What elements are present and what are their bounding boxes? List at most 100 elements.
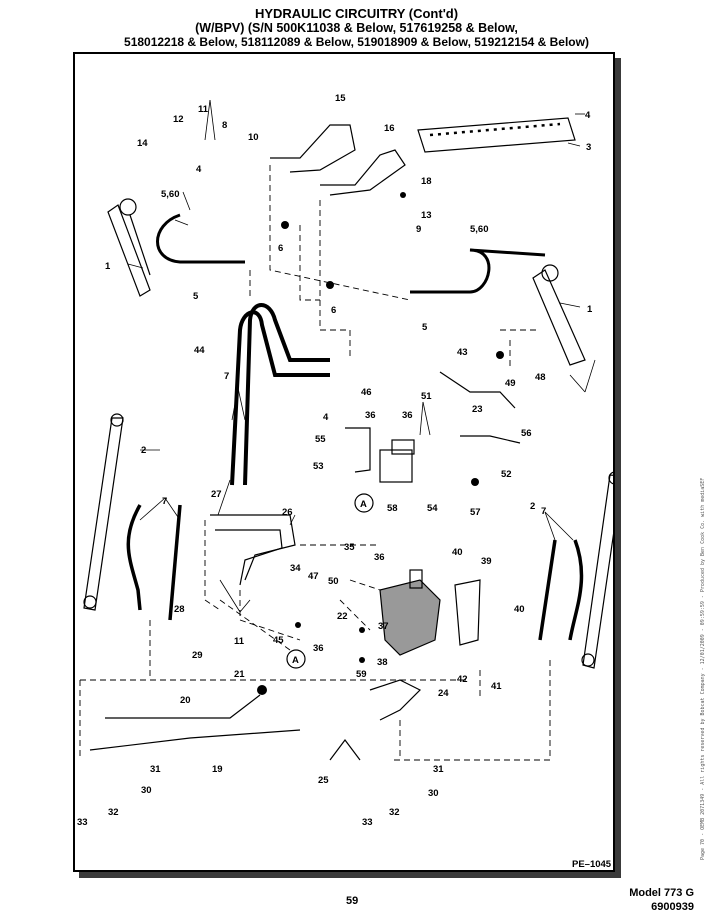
callout-label: 21 [234,669,245,680]
callout-label: 13 [421,210,432,221]
callout-label: 42 [457,674,468,685]
callout-label: 48 [535,372,546,383]
callout-label: 5 [422,322,428,333]
callout-label: 14 [137,138,148,149]
tube-25-part [329,739,361,761]
tube-19-part [89,729,301,751]
tilt-cylinder-right-part [581,471,615,669]
callout-label: 18 [421,176,432,187]
callout-label: 30 [141,785,152,796]
callout-label: 51 [421,391,432,402]
hose-7-right-part [538,539,557,641]
bracket-3-part [417,117,576,153]
valve-57-part [345,427,415,483]
callout-label: 33 [362,817,373,828]
callout-label: 8 [222,120,227,131]
tube-16-part [320,149,406,196]
callout-label: 12 [173,114,184,125]
hose-5-right-part [410,248,546,294]
callout-label: 33 [77,817,88,828]
callout-label: 2 [530,501,535,512]
diagram-ref-code: PE–1045 [572,859,612,870]
callout-label: 34 [290,563,301,574]
callout-label: 55 [315,434,326,445]
callout-label: 28 [174,604,185,615]
callout-label: 29 [192,650,203,661]
callout-label: 24 [438,688,449,699]
callout-label: 5,60 [161,189,180,200]
callout-label: 56 [521,428,532,439]
callout-label: 2 [141,445,146,456]
callout-label: 36 [365,410,376,421]
side-copyright-note: Page 70 - OEMB 2071349 - All rights rese… [700,477,706,860]
callout-label: 11 [198,104,209,115]
hose-17-part [243,303,330,486]
callout-label: 26 [282,507,293,518]
part-number: 6900939 [651,901,694,913]
callout-label: 4 [323,412,329,423]
callout-label: 23 [472,404,483,415]
page-subtitle-serials: (W/BPV) (S/N 500K11038 & Below, 51761925… [195,21,518,35]
callout-label: 32 [108,807,119,818]
callout-label: 38 [377,657,388,668]
callout-label: 41 [491,681,502,692]
page-subtitle-serials-cont: 518012218 & Below, 518112089 & Below, 51… [124,35,589,49]
callout-label: 31 [433,764,444,775]
control-valve-37-part [379,569,441,656]
callout-label: 11 [234,636,245,647]
callout-label: 15 [335,93,346,104]
lift-cylinder-right-part [532,264,586,366]
callout-label: 36 [402,410,413,421]
callout-label: 6 [278,243,283,254]
callout-label: 27 [211,489,222,500]
callout-label: 50 [328,576,339,587]
callout-label: 7 [162,496,167,507]
callout-label: 36 [374,552,385,563]
diagram-frame [73,52,615,872]
callout-label: 10 [248,132,259,143]
tube-15-part [270,124,356,173]
callout-label: 40 [514,604,525,615]
model-name: Model 773 G [629,887,694,899]
page-number: 59 [346,895,359,907]
callout-label: 43 [457,347,468,358]
section-marker-a: A [292,655,299,666]
callout-label: 16 [384,123,395,134]
callout-label: 57 [470,507,481,518]
callout-label: 40 [452,547,463,558]
callout-label: 4 [196,164,202,175]
callout-label: 45 [273,635,284,646]
page-title: HYDRAULIC CIRCUITRY (Cont'd) [254,6,459,21]
tube-24-part [369,679,422,721]
callout-label: 19 [212,764,223,775]
callout-label: 7 [224,371,229,382]
callout-label: 53 [313,461,324,472]
tilt-cylinder-left-part [83,413,124,611]
callout-label: 9 [416,224,421,235]
callout-label: 4 [585,110,591,121]
callout-label: 52 [501,469,512,480]
lift-cylinder-left-part [107,198,151,297]
callout-label: 35 [344,542,355,553]
callout-label: 49 [505,378,516,389]
callout-label: 20 [180,695,191,706]
callout-label: 30 [428,788,439,799]
hose-7-left-part [126,504,142,611]
callout-label: 32 [389,807,400,818]
callout-label: 22 [337,611,348,622]
tube-20-part [105,694,261,719]
callout-label: 1 [587,304,593,315]
hydraulic-circuit-diagram: 1 1 2 2 3 4 4 4 5 5 5,60 5,60 6 6 7 7 7 … [77,93,615,870]
callout-label: 58 [387,503,398,514]
callout-label: 5 [193,291,199,302]
tube-55-part [460,435,521,444]
section-marker-a: A [360,499,367,510]
callout-label: 1 [105,261,111,272]
callout-label: 54 [427,503,438,514]
callout-label: 5,60 [470,224,489,235]
callout-label: 25 [318,775,329,786]
callout-label: 37 [378,621,389,632]
tube-23-part [439,371,516,409]
bracket-38-part [454,579,481,646]
callout-label: 3 [586,142,591,153]
